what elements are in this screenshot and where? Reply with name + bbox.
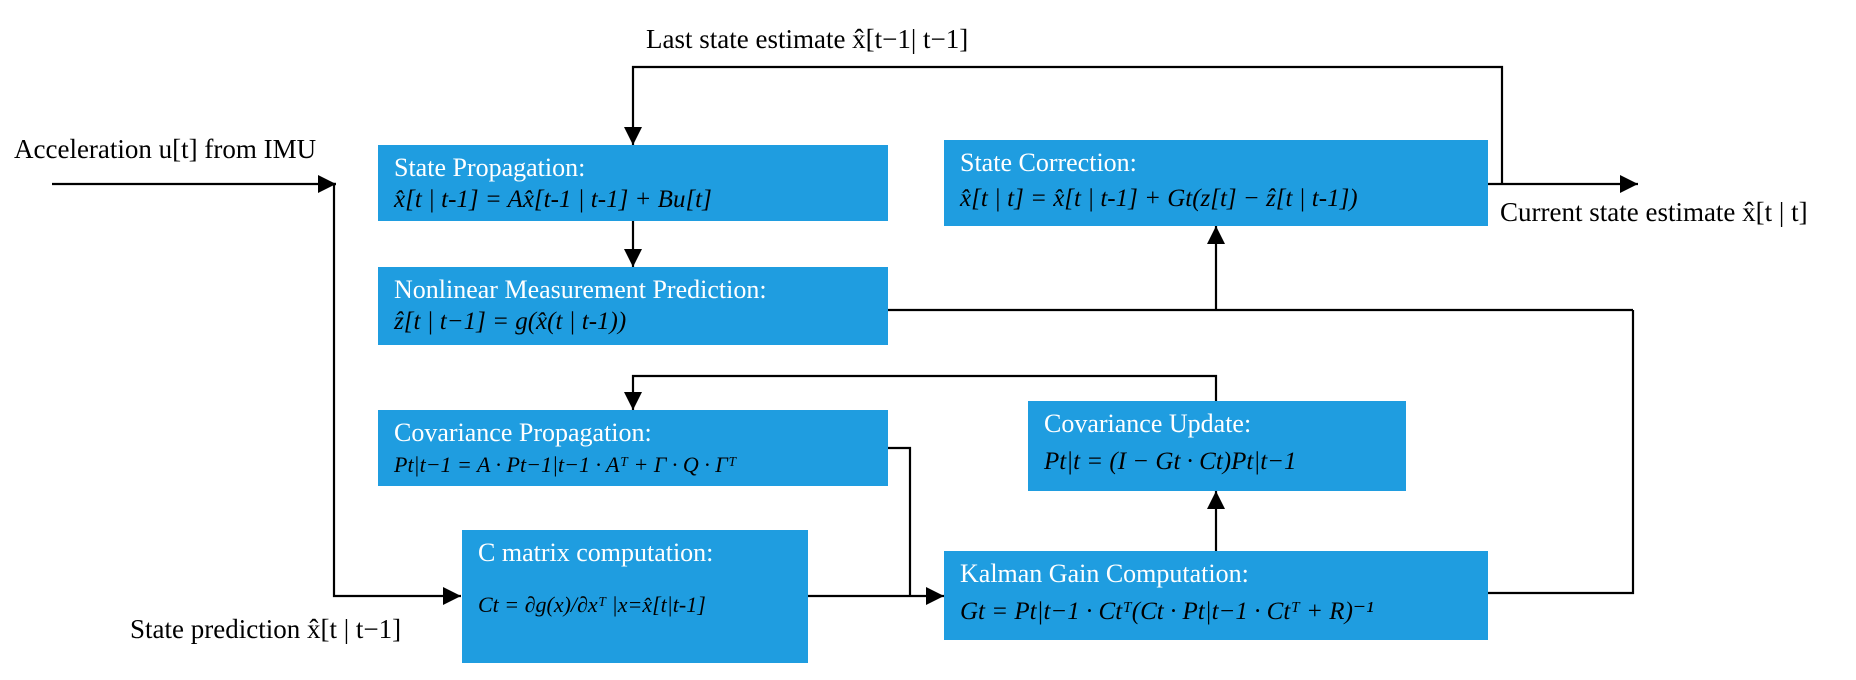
- covariance-update-title: Covariance Update:: [1044, 409, 1252, 438]
- c-matrix-title: C matrix computation:: [478, 538, 714, 567]
- kalman-gain-equation: Gt = Pt|t−1 · Ctᵀ(Ct · Pt|t−1 · Ctᵀ + R)…: [960, 598, 1374, 625]
- box-c-matrix: C matrix computation: Ct = ∂g(x)/∂xᵀ |x=…: [462, 530, 808, 663]
- state-correction-title: State Correction:: [960, 148, 1137, 177]
- covariance-propagation-title: Covariance Propagation:: [394, 418, 652, 447]
- kalman-gain-title: Kalman Gain Computation:: [960, 559, 1249, 588]
- arrow-state-prediction: [332, 182, 461, 605]
- state-propagation-title: State Propagation:: [394, 153, 586, 182]
- box-covariance-propagation: Covariance Propagation: Pt|t−1 = A · Pt−…: [378, 410, 888, 486]
- box-state-correction: State Correction: x̂[t | t] = x̂[t | t-1…: [944, 140, 1488, 226]
- box-state-propagation: State Propagation: x̂[t | t-1] = Ax̂[t-1…: [378, 145, 888, 221]
- label-current-state: Current state estimate x̂[t | t]: [1500, 197, 1808, 227]
- state-correction-equation: x̂[t | t] = x̂[t | t-1] + Gt(z[t] − ẑ[t …: [960, 185, 1358, 212]
- label-acceleration: Acceleration u[t] from IMU: [14, 134, 317, 164]
- line-cov-prop-to-gain: [888, 446, 912, 596]
- label-last-state: Last state estimate x̂[t−1| t−1]: [646, 24, 969, 54]
- c-matrix-equation: Ct = ∂g(x)/∂xᵀ |x=x̂[t|t-1]: [478, 592, 706, 617]
- line-kalman-loop: [1488, 310, 1635, 595]
- arrow-feedback-last-state: [624, 65, 1504, 184]
- box-covariance-update: Covariance Update: Pt|t = (I − Gt · Ct)P…: [1028, 401, 1406, 491]
- state-propagation-equation: x̂[t | t-1] = Ax̂[t-1 | t-1] + Bu[t]: [394, 186, 712, 213]
- label-state-prediction: State prediction x̂[t | t−1]: [130, 614, 402, 644]
- covariance-update-equation: Pt|t = (I − Gt · Ct)Pt|t−1: [1044, 448, 1297, 475]
- arrow-cov-update-to-prop: [624, 374, 1218, 410]
- covariance-propagation-equation: Pt|t−1 = A · Pt−1|t−1 · Aᵀ + Γ · Q · Γᵀ: [394, 452, 737, 477]
- box-kalman-gain: Kalman Gain Computation: Gt = Pt|t−1 · C…: [944, 551, 1488, 640]
- measurement-prediction-title: Nonlinear Measurement Prediction:: [394, 275, 767, 304]
- measurement-prediction-equation: ẑ[t | t−1] = g(x̂(t | t-1)): [394, 308, 627, 335]
- box-measurement-prediction: Nonlinear Measurement Prediction: ẑ[t | …: [378, 267, 888, 345]
